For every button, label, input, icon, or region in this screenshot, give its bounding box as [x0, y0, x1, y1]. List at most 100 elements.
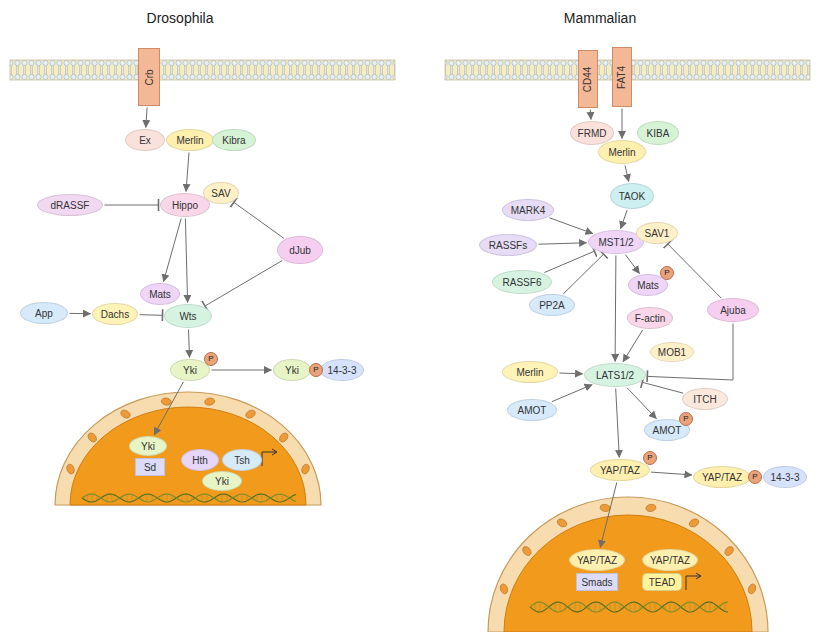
protein-ellipse: dJub — [277, 236, 323, 264]
phospho-mark: P — [204, 352, 218, 366]
protein-name: Kibra — [222, 135, 245, 146]
protein-name: App — [35, 308, 53, 319]
protein-ellipse: Hth — [181, 449, 219, 471]
protein-name: Yki — [285, 365, 299, 376]
dna-helix — [82, 494, 728, 612]
inhibition-line — [647, 324, 733, 381]
panel-title: Mammalian — [564, 10, 636, 26]
protein-ellipse: LATS1/2 — [584, 363, 646, 387]
protein-ellipse: Tsh — [222, 449, 262, 471]
inhibition-line — [140, 314, 163, 316]
protein-ellipse: MARK4 — [502, 199, 554, 221]
protein-name: YAP/TAZ — [577, 555, 617, 566]
protein-ellipse: Hippo — [160, 193, 210, 217]
protein-ellipse: Yki — [202, 471, 242, 491]
inhibition-line — [234, 202, 284, 238]
protein-ellipse: Mats — [140, 283, 180, 305]
protein-ellipse: KIBA — [637, 121, 679, 145]
protein-name: SAV — [211, 188, 230, 199]
protein-ellipse: Kibra — [212, 129, 256, 151]
protein-ellipse: dRASSF — [37, 194, 103, 216]
receptor-box: FAT4 — [612, 47, 632, 107]
protein-name: YAP/TAZ — [650, 555, 690, 566]
inhibition-line — [563, 254, 603, 294]
activation-arrow — [154, 382, 183, 435]
activation-arrow — [185, 219, 187, 303]
protein-ellipse: Merlin — [502, 361, 558, 383]
receptor-box: CD44 — [578, 50, 598, 108]
activation-arrow — [623, 330, 643, 362]
inhibition-line — [105, 205, 159, 206]
protein-ellipse: Ex — [125, 129, 165, 151]
protein-name: Tsh — [234, 455, 250, 466]
protein-name: PP2A — [539, 300, 565, 311]
activation-arrow — [164, 218, 182, 281]
protein-ellipse: ITCH — [682, 388, 728, 410]
activation-arrow — [212, 370, 272, 371]
protein-name: dJub — [289, 245, 311, 256]
nucleoplasm — [70, 407, 306, 505]
protein-name: KIBA — [647, 128, 670, 139]
activation-arrow — [552, 385, 592, 402]
protein-name: ITCH — [693, 394, 716, 405]
protein-ellipse: Merlin — [598, 140, 646, 164]
protein-ellipse: RASSF6 — [492, 270, 552, 294]
protein-name: Dachs — [101, 309, 129, 320]
nuclear-pores — [66, 397, 757, 595]
nuclear-envelope — [55, 392, 321, 505]
protein-name: MARK4 — [511, 205, 545, 216]
protein-ellipse: TAOK — [610, 183, 654, 209]
protein-name: Wts — [179, 311, 196, 322]
protein-name: CD44 — [583, 66, 594, 92]
activation-arrow — [186, 153, 189, 192]
protein-ellipse: F-actin — [627, 307, 674, 329]
activation-arrow — [615, 256, 617, 362]
nucleoplasm — [504, 515, 752, 632]
activation-arrow — [622, 109, 623, 139]
factor-box: TEAD — [642, 573, 682, 591]
protein-ellipse: Yki — [273, 359, 311, 381]
phospho-mark: P — [748, 470, 762, 484]
protein-name: 14-3-3 — [771, 472, 800, 483]
activation-arrow — [146, 108, 147, 128]
activation-arrow — [70, 313, 91, 314]
protein-name: YAP/TAZ — [702, 472, 742, 483]
activation-arrow — [626, 255, 640, 274]
activation-arrow — [538, 243, 586, 244]
protein-ellipse: App — [20, 302, 68, 324]
phospho-mark: P — [643, 451, 657, 465]
protein-ellipse: YAP/TAZ — [642, 549, 698, 571]
phospho-mark: P — [679, 412, 693, 426]
activation-arrow — [550, 218, 593, 234]
protein-name: Mats — [149, 289, 171, 300]
inhibition-line — [668, 244, 721, 298]
protein-name: Ex — [139, 135, 151, 146]
protein-name: Crb — [144, 69, 155, 85]
protein-name: RASSF6 — [503, 277, 542, 288]
protein-name: TEAD — [649, 577, 676, 588]
protein-name: LATS1/2 — [596, 370, 634, 381]
protein-name: AMOT — [653, 425, 682, 436]
activation-arrow — [590, 110, 592, 120]
protein-name: YAP/TAZ — [600, 465, 640, 476]
protein-name: Hippo — [172, 200, 198, 211]
protein-ellipse: YAP/TAZ — [569, 549, 625, 571]
protein-name: Yki — [215, 476, 229, 487]
panel-title: Drosophila — [147, 10, 214, 26]
protein-name: Merlin — [516, 367, 543, 378]
receptor-box: Crb — [138, 48, 160, 106]
activation-arrow — [621, 210, 628, 229]
protein-name: Yki — [183, 365, 197, 376]
protein-name: dRASSF — [51, 200, 90, 211]
protein-name: Hth — [192, 455, 208, 466]
factor-box: Sd — [135, 458, 165, 476]
protein-name: Merlin — [176, 135, 203, 146]
activation-arrow — [627, 388, 657, 419]
protein-name: 14-3-3 — [328, 365, 357, 376]
inhibition-line — [205, 261, 282, 306]
protein-ellipse: AMOT — [507, 399, 557, 421]
protein-name: TAOK — [619, 191, 645, 202]
protein-name: MST1/2 — [598, 237, 633, 248]
protein-ellipse: Merlin — [166, 129, 214, 151]
protein-ellipse: Wts — [164, 304, 212, 328]
